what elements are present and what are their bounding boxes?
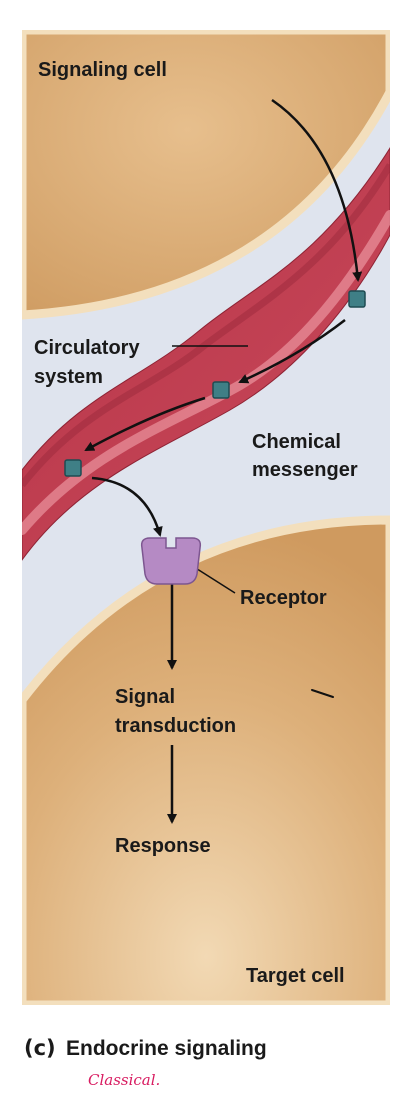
vessel-shadow: [22, 163, 390, 488]
square-molecule-icon: [212, 381, 230, 399]
label-chemical-line1: Chemical: [252, 431, 341, 453]
receptor-protein-icon: [140, 537, 202, 585]
target-cell: [22, 515, 390, 1005]
arrow-icon: [91, 476, 163, 537]
arrow-icon: [271, 98, 363, 282]
arrow-icon: [238, 319, 346, 384]
square-molecule-icon: [348, 290, 366, 308]
label-receptor: Receptor: [240, 587, 327, 609]
label-signal-line1: Signal: [115, 686, 175, 708]
label-target-cell: Target cell: [246, 965, 345, 987]
signaling-cell: [22, 30, 390, 320]
handwritten-note: Classical.: [88, 1071, 160, 1089]
label-circulatory-line2: system: [34, 366, 103, 388]
arrow-icon: [84, 396, 206, 452]
pen-mark: [311, 689, 334, 698]
label-signaling-cell: Signaling cell: [38, 59, 167, 81]
label-response: Response: [115, 835, 211, 857]
label-signal-line2: transduction: [115, 715, 236, 737]
square-molecule-icon: [64, 459, 82, 477]
vessel-highlight: [22, 210, 390, 535]
caption-letter: (c): [24, 1036, 56, 1060]
label-chemical-line2: messenger: [252, 459, 358, 481]
caption-title: Endocrine signaling: [66, 1037, 267, 1060]
label-circulatory-line1: Circulatory: [34, 337, 140, 359]
